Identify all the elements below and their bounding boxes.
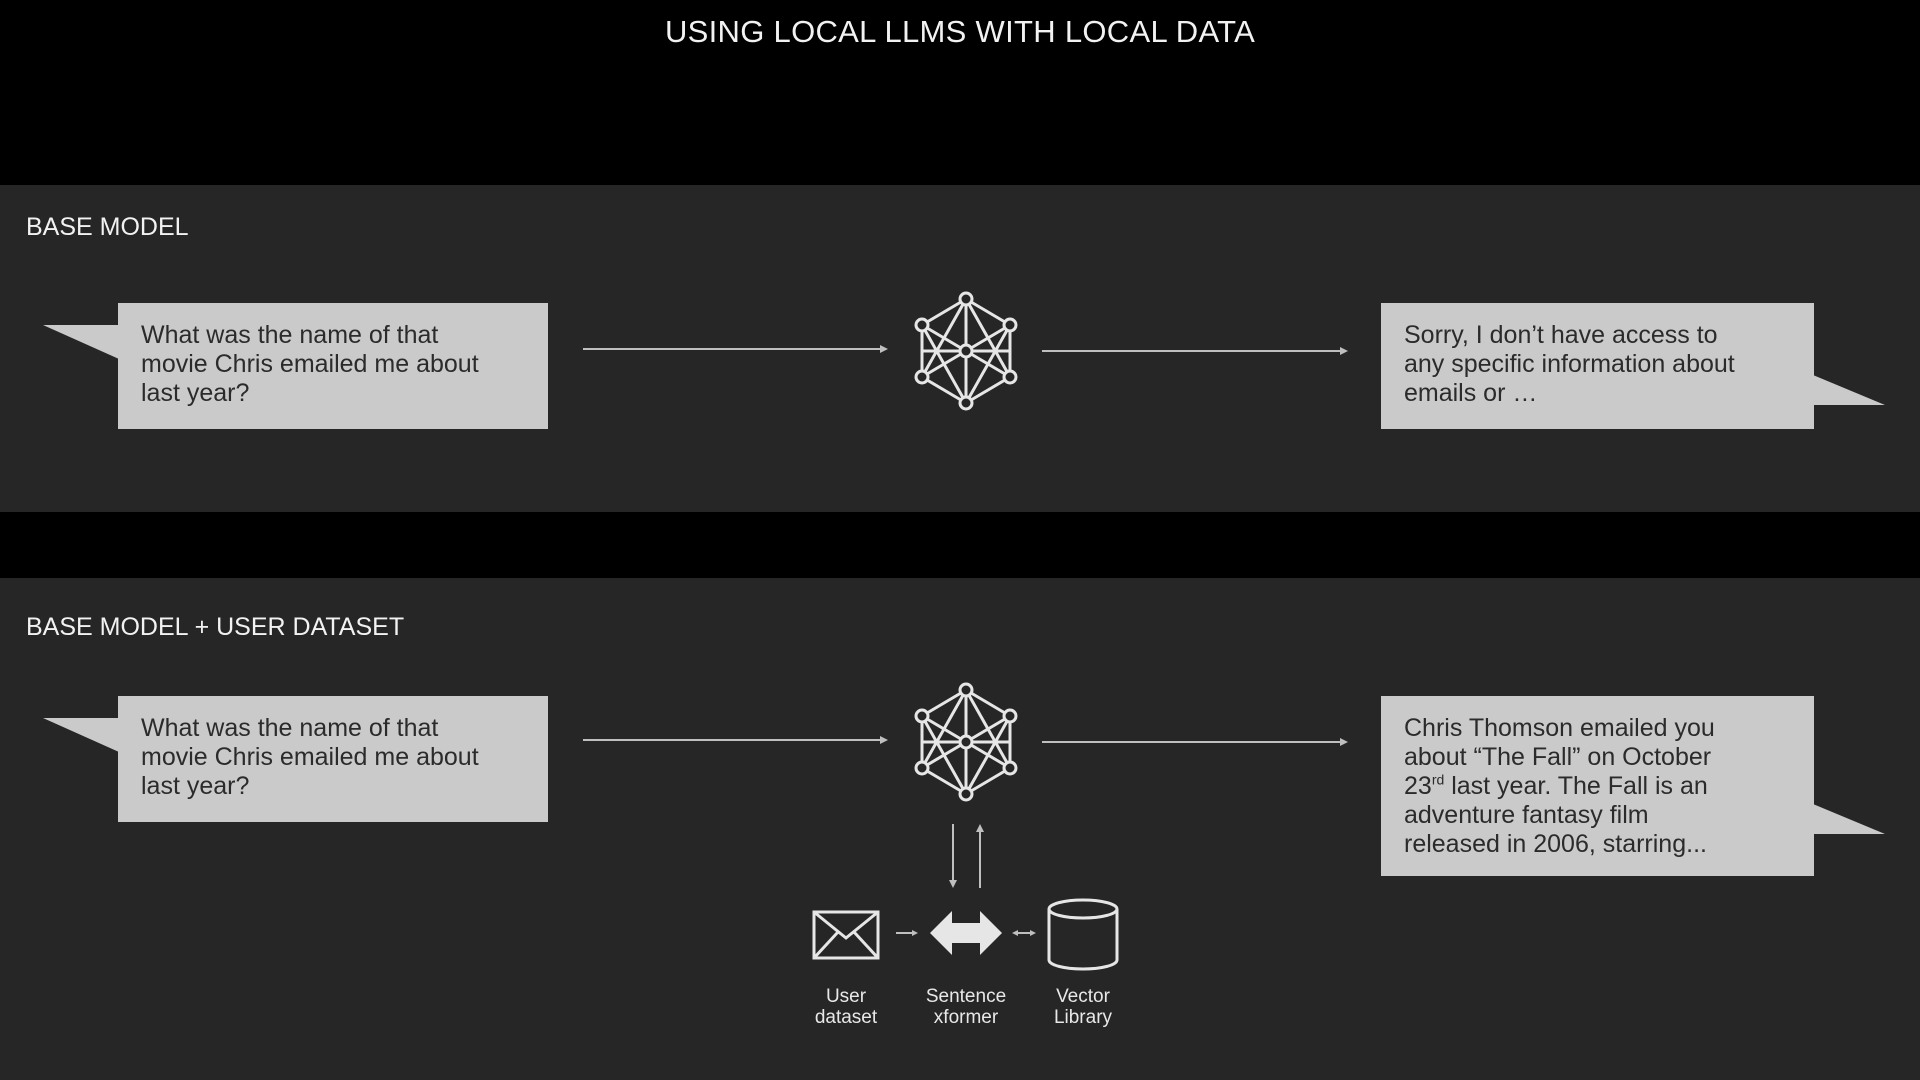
section-label-base-model-user-dataset: BASE MODEL + USER DATASET	[26, 613, 405, 641]
database-cylinder-icon	[1047, 898, 1119, 971]
question-text: What was the name of that movie Chris em…	[141, 714, 479, 800]
diagram-title: USING LOCAL LLMS WITH LOCAL DATA	[664, 14, 1256, 49]
answer-bubble-base: Sorry, I don’t have access to any specif…	[1381, 303, 1885, 429]
answer-text-part2: last year. The Fall is an adventure fant…	[1404, 772, 1708, 858]
envelope-icon	[812, 910, 880, 960]
question-text: What was the name of that movie Chris em…	[141, 321, 479, 407]
flow-arrows-base	[583, 345, 1348, 355]
section-label-base-model: BASE MODEL	[26, 213, 189, 241]
flow-arrows-rag	[583, 736, 1348, 936]
answer-text: Chris Thomson emailed you about “The Fal…	[1404, 714, 1791, 859]
answer-bubble-rag: Chris Thomson emailed you about “The Fal…	[1381, 696, 1885, 876]
bubble-tail	[1813, 804, 1885, 834]
answer-text: Sorry, I don’t have access to any specif…	[1404, 321, 1735, 407]
tool-label-vector-library: Vector Library	[1053, 986, 1113, 1028]
double-arrow-icon	[930, 911, 1002, 955]
bubble-tail	[43, 718, 119, 752]
base-model-user-dataset-panel: BASE MODEL + USER DATASET What was the n…	[0, 578, 1920, 1080]
neural-network-icon	[914, 291, 1018, 411]
question-bubble-base: What was the name of that movie Chris em…	[43, 303, 548, 429]
tool-label-user-dataset: User dataset	[814, 986, 878, 1028]
answer-text-superscript: rd	[1431, 771, 1445, 788]
neural-network-icon	[914, 682, 1018, 802]
bubble-tail	[1813, 375, 1885, 405]
base-model-panel: BASE MODEL What was the name of that mov…	[0, 185, 1920, 512]
question-bubble-rag: What was the name of that movie Chris em…	[43, 696, 548, 822]
tool-label-sentence-xformer: Sentence xformer	[925, 986, 1007, 1028]
bubble-tail	[43, 325, 119, 359]
answer-text-part1: Chris Thomson emailed you about “The Fal…	[1404, 714, 1715, 800]
